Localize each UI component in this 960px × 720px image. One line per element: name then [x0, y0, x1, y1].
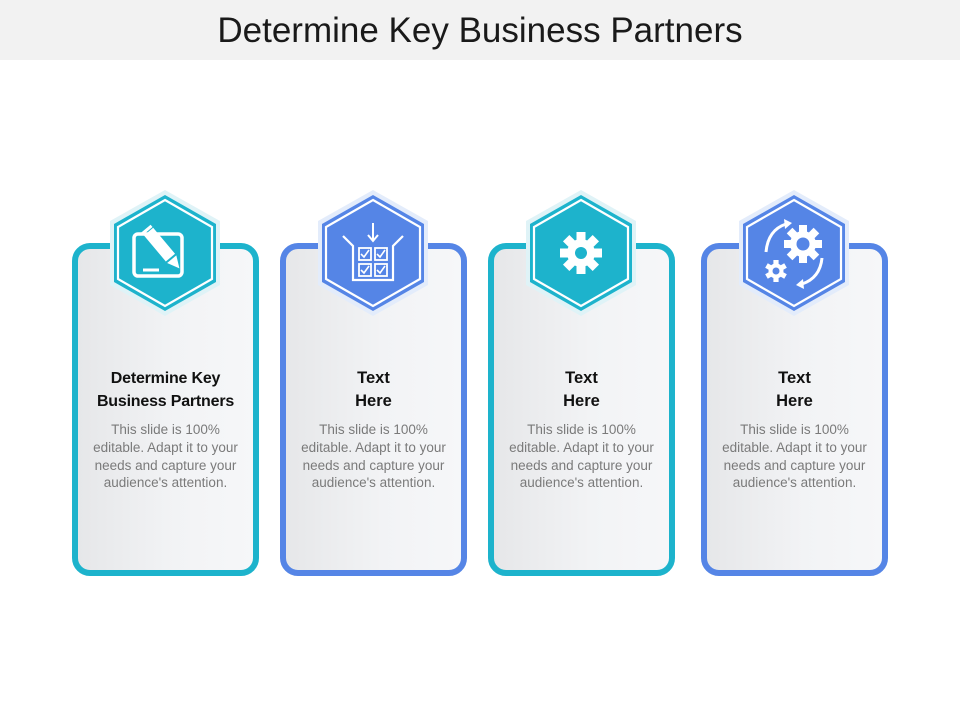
card-title: Text Here — [563, 369, 600, 410]
gear-icon — [526, 190, 636, 316]
hexagon-badge-3 — [523, 188, 639, 318]
card-3: Text Here This slide is 100% editable. A… — [488, 243, 675, 576]
slide-title: Determine Key Business Partners — [217, 11, 743, 50]
card-title: Determine Key Business Partners — [96, 370, 235, 410]
gears-cycle-icon — [739, 190, 849, 316]
card-body: This slide is 100% editable. Adapt it to… — [509, 422, 654, 491]
hexagon-badge-2 — [315, 188, 431, 318]
title-bar — [0, 0, 960, 60]
card-title: Text Here — [355, 369, 392, 410]
card-body: This slide is 100% editable. Adapt it to… — [93, 422, 238, 491]
edit-pencil-icon — [110, 190, 220, 316]
card-body: This slide is 100% editable. Adapt it to… — [722, 422, 867, 491]
hexagon-badge-4 — [736, 188, 852, 318]
checklist-box-icon — [318, 190, 428, 316]
card-title: Text Here — [776, 369, 813, 410]
hexagon-badge-1 — [107, 188, 223, 318]
card-body: This slide is 100% editable. Adapt it to… — [301, 422, 446, 491]
